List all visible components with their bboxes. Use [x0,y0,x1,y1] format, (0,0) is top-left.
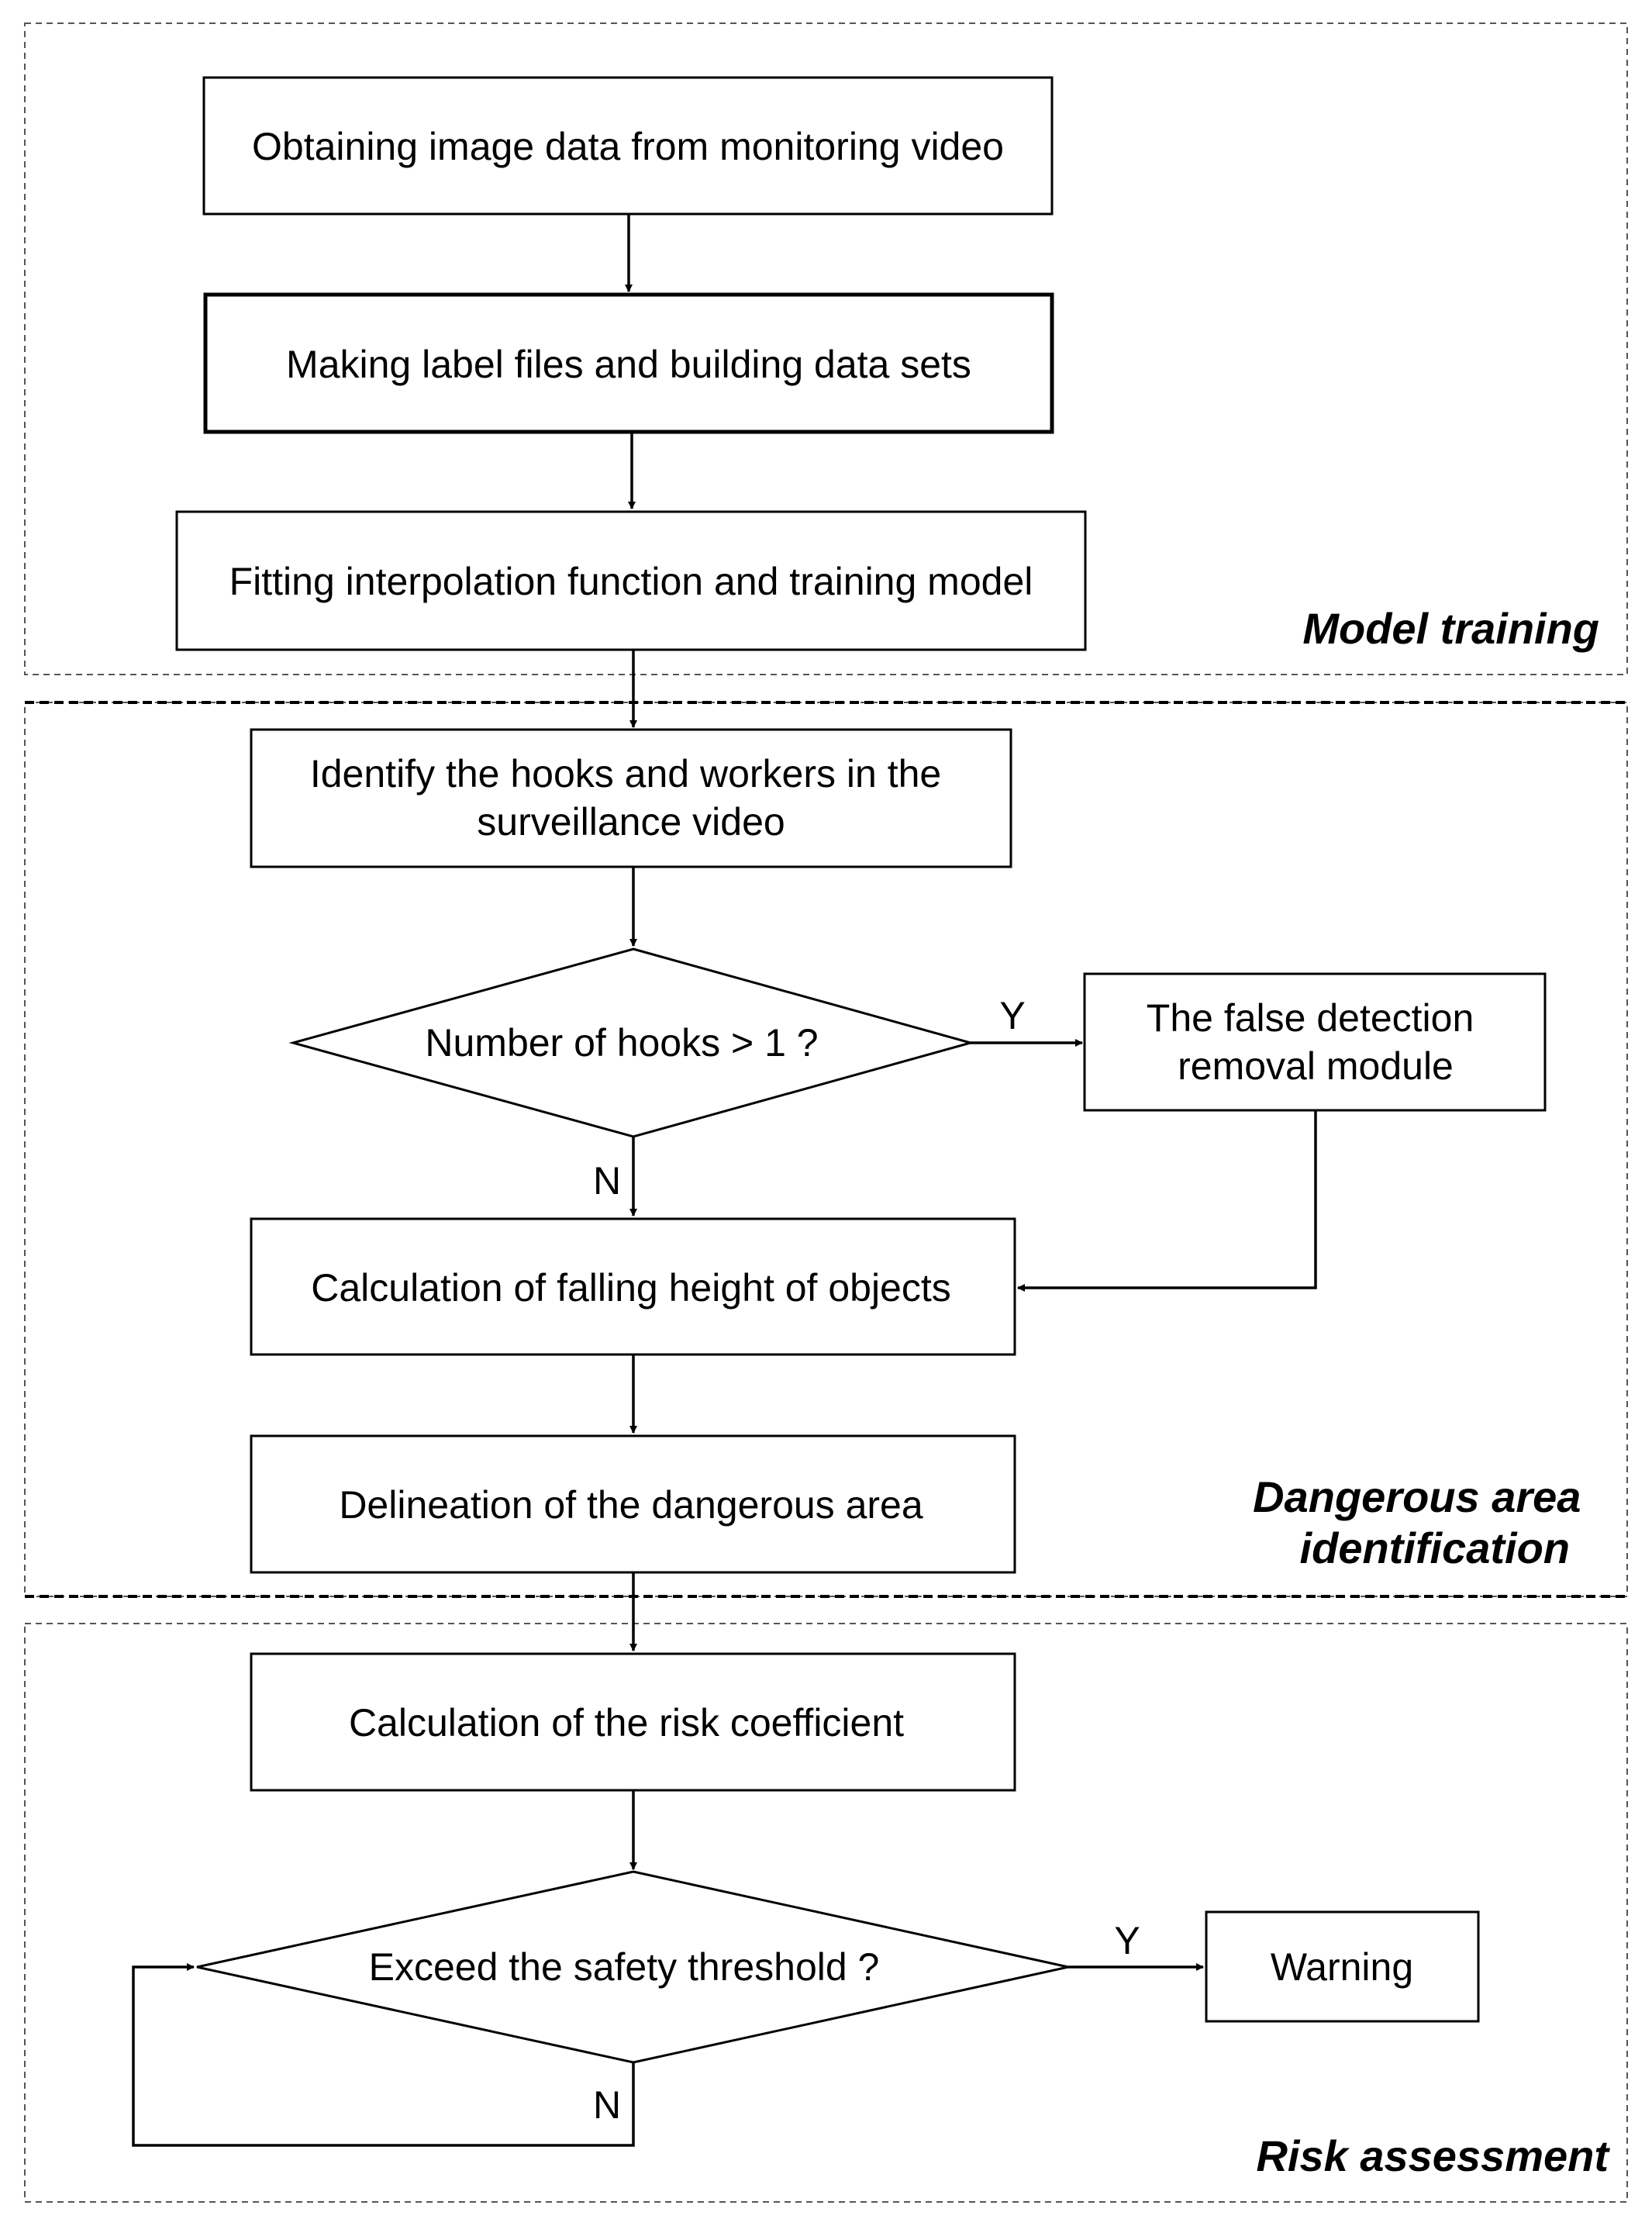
node-fit-interpolation: Fitting interpolation function and train… [175,510,1087,651]
process-box [1205,1910,1480,2023]
section-title-line: Risk assessment [1256,2131,1610,2180]
edge-threshold-no-loop [132,1963,635,2147]
node-label-line: Calculation of the risk coefficient [349,1701,904,1744]
node-make-label-files: Making label files and building data set… [203,292,1054,434]
node-hooks-decision: Number of hooks > 1 ? [288,947,975,1138]
decision-diamond [196,1870,1069,2064]
edge-false-detection-to-falling-height [1017,1110,1317,1292]
node-label: Exceed the safety threshold ? [369,1945,880,1989]
node-label-line: Warning [1271,1945,1413,1989]
node-risk-coefficient: Calculation of the risk coefficient [250,1652,1016,1792]
node-label: Number of hooks > 1 ? [425,1021,818,1065]
node-label-line: Fitting interpolation function and train… [229,560,1033,603]
process-box [1083,972,1547,1112]
node-label-line: removal module [1178,1044,1454,1088]
node-label: Delineation of the dangerous area [339,1483,923,1527]
node-warning: Warning [1205,1910,1480,2023]
node-label: Fitting interpolation function and train… [229,560,1033,603]
edges [132,214,1317,2147]
section-title-line: Dangerous area [1253,1472,1581,1521]
process-box [203,292,1054,434]
node-label-line: Calculation of falling height of objects [311,1266,951,1310]
section-frame-risk-assessment [24,1623,1628,2203]
node-label: Calculation of the risk coefficient [349,1701,904,1744]
process-box [250,728,1012,868]
process-box [202,76,1054,216]
decision-diamond [288,947,975,1138]
node-label-line: Identify the hooks and workers in the [310,752,941,795]
node-label-line: Making label files and building data set… [286,343,971,386]
node-label-line: Delineation of the dangerous area [339,1483,923,1527]
node-label: Identify the hooks and workers in the su… [310,752,952,844]
node-threshold-decision: Exceed the safety threshold ? [196,1870,1069,2064]
node-label: Making label files and building data set… [286,343,971,386]
node-label: Obtaining image data from monitoring vid… [252,125,1004,168]
node-label: Calculation of falling height of objects [311,1266,951,1310]
process-box [175,510,1087,651]
process-box [250,1652,1016,1792]
section-title-line: Model training [1302,604,1599,653]
node-label: Warning [1271,1945,1413,1989]
section-title-risk-assessment: Risk assessment [1256,2131,1610,2180]
node-label-line: Number of hooks > 1 ? [425,1021,818,1065]
node-obtain-image-data: Obtaining image data from monitoring vid… [202,76,1054,216]
process-box [250,1434,1016,1574]
edge-label-hooks-no: N [593,1159,621,1203]
node-label: The false detection removal module [1147,996,1485,1088]
edge-label-threshold-no: N [593,2083,621,2127]
node-label-line: Obtaining image data from monitoring vid… [252,125,1004,168]
node-identify-hooks-workers: Identify the hooks and workers in the su… [250,728,1012,868]
process-box [250,1217,1016,1356]
section-title-dangerous-area-identification: Dangerous area identification [1253,1472,1593,1572]
node-label-line: surveillance video [477,800,785,844]
edge-label-hooks-yes: Y [999,994,1025,1037]
node-false-detection-removal: The false detection removal module [1083,972,1547,1112]
section-title-line: identification [1300,1524,1570,1572]
section-title-model-training: Model training [1302,604,1599,653]
node-delineation: Delineation of the dangerous area [250,1434,1016,1574]
edge-label-threshold-yes: Y [1114,1919,1140,1962]
node-falling-height: Calculation of falling height of objects [250,1217,1016,1356]
node-label-line: Exceed the safety threshold ? [369,1945,880,1989]
section-frame-model-training [24,22,1628,675]
node-label-line: The false detection [1147,996,1474,1040]
